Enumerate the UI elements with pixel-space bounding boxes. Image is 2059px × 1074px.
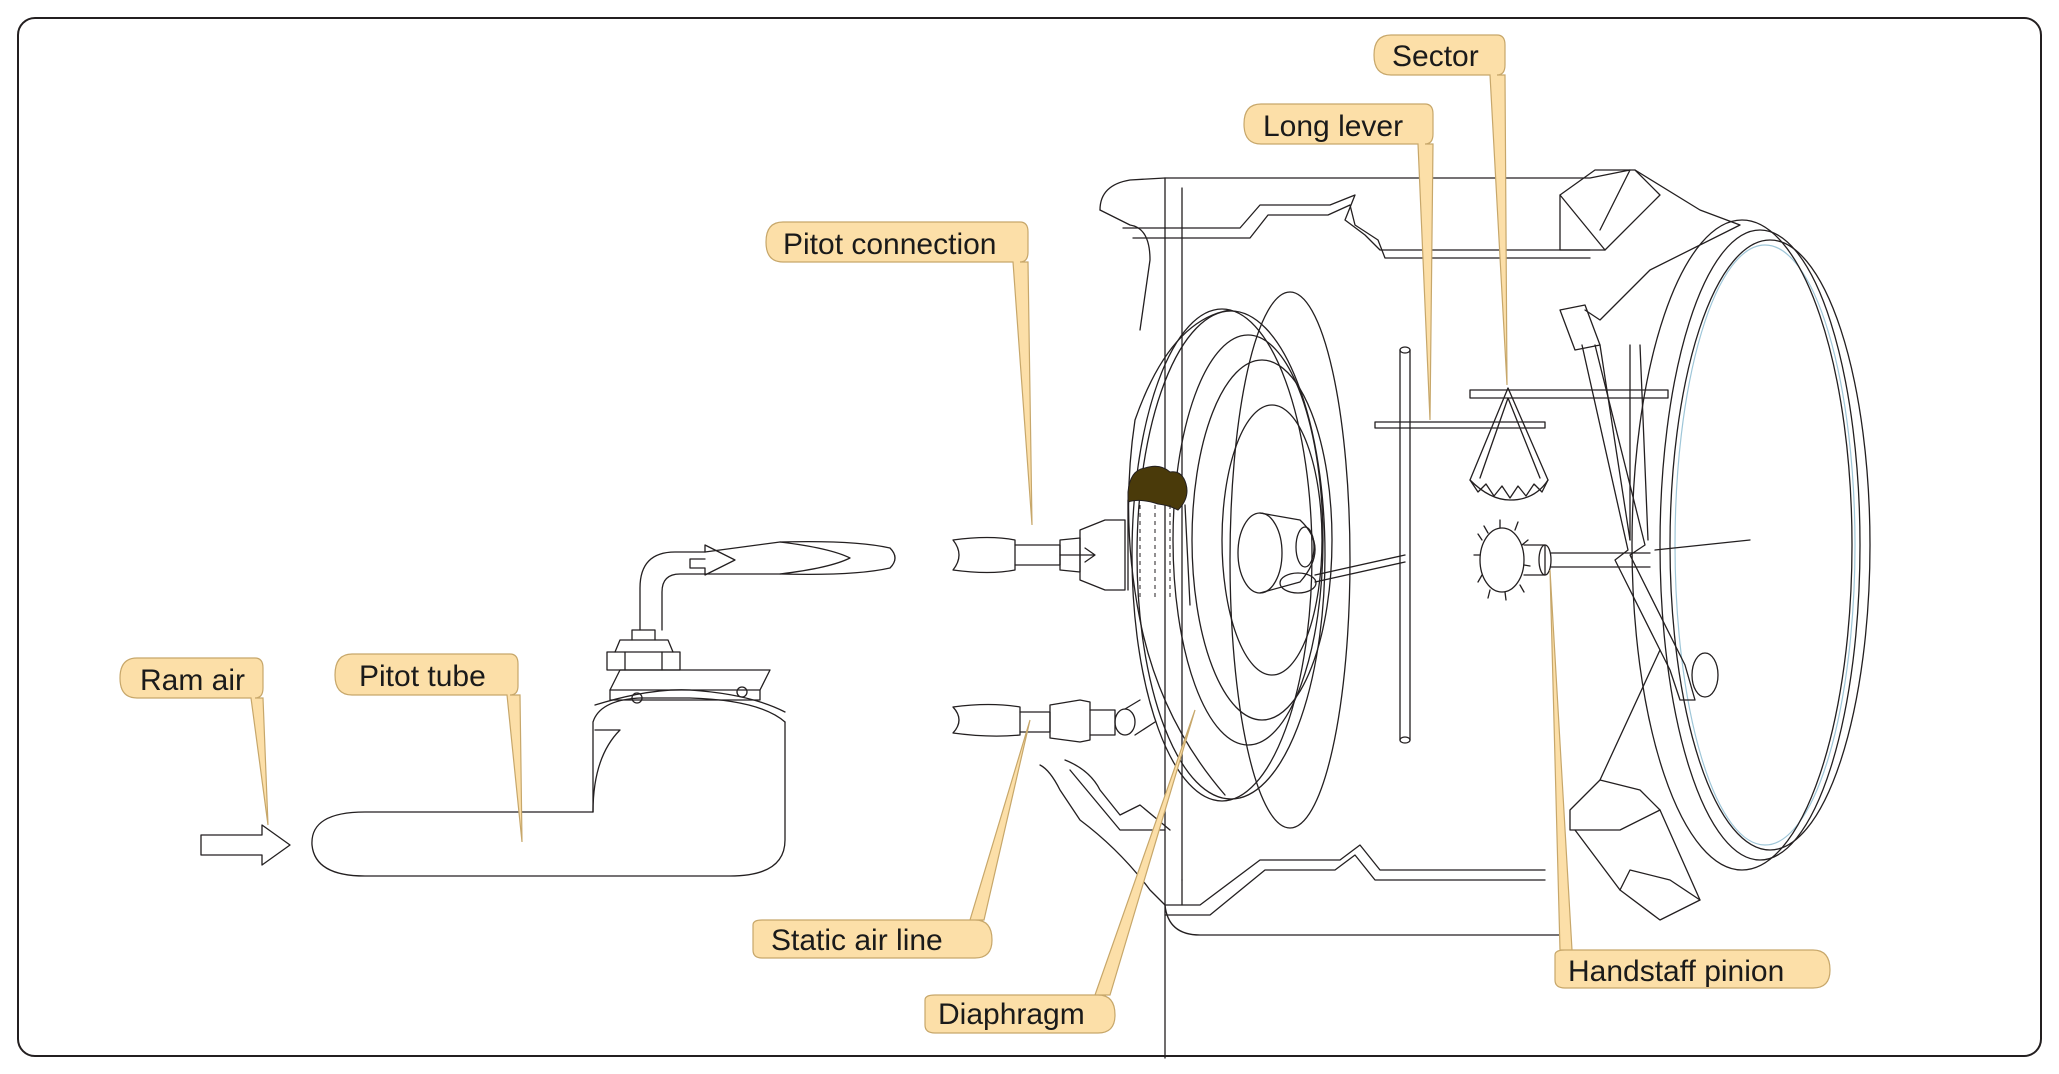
label-ram-air: Ram air bbox=[119, 657, 269, 826]
fittings bbox=[952, 519, 1156, 743]
dial-assembly bbox=[1559, 169, 1871, 921]
label-sector-text: Sector bbox=[1392, 40, 1479, 73]
mechanism bbox=[1314, 346, 1669, 744]
diagram-frame bbox=[17, 17, 2042, 1057]
diaphragm-cutaway bbox=[1127, 465, 1188, 511]
pitot-tube-drawing bbox=[200, 540, 896, 877]
label-long-lever: Long lever bbox=[1243, 103, 1434, 421]
label-static-air-line: Static air line bbox=[752, 719, 1031, 959]
label-pitot-connection: Pitot connection bbox=[765, 221, 1033, 526]
label-handstaff-pinion: Handstaff pinion bbox=[1549, 569, 1831, 989]
diaphragm-drawing bbox=[1127, 291, 1351, 829]
label-diaphragm-text: Diaphragm bbox=[938, 998, 1085, 1031]
label-pitot-tube-text: Pitot tube bbox=[359, 660, 486, 693]
label-handstaff-pinion-text: Handstaff pinion bbox=[1568, 955, 1784, 988]
label-diaphragm: Diaphragm bbox=[924, 709, 1196, 1034]
handstaff-pinion-gear bbox=[1473, 519, 1651, 601]
ram-air-arrow bbox=[200, 824, 291, 866]
label-ram-air-text: Ram air bbox=[140, 664, 245, 697]
label-pitot-connection-text: Pitot connection bbox=[783, 228, 996, 261]
label-static-air-line-text: Static air line bbox=[771, 924, 943, 957]
label-sector: Sector bbox=[1373, 34, 1508, 386]
label-long-lever-text: Long lever bbox=[1263, 110, 1403, 143]
label-pitot-tube: Pitot tube bbox=[334, 653, 523, 843]
